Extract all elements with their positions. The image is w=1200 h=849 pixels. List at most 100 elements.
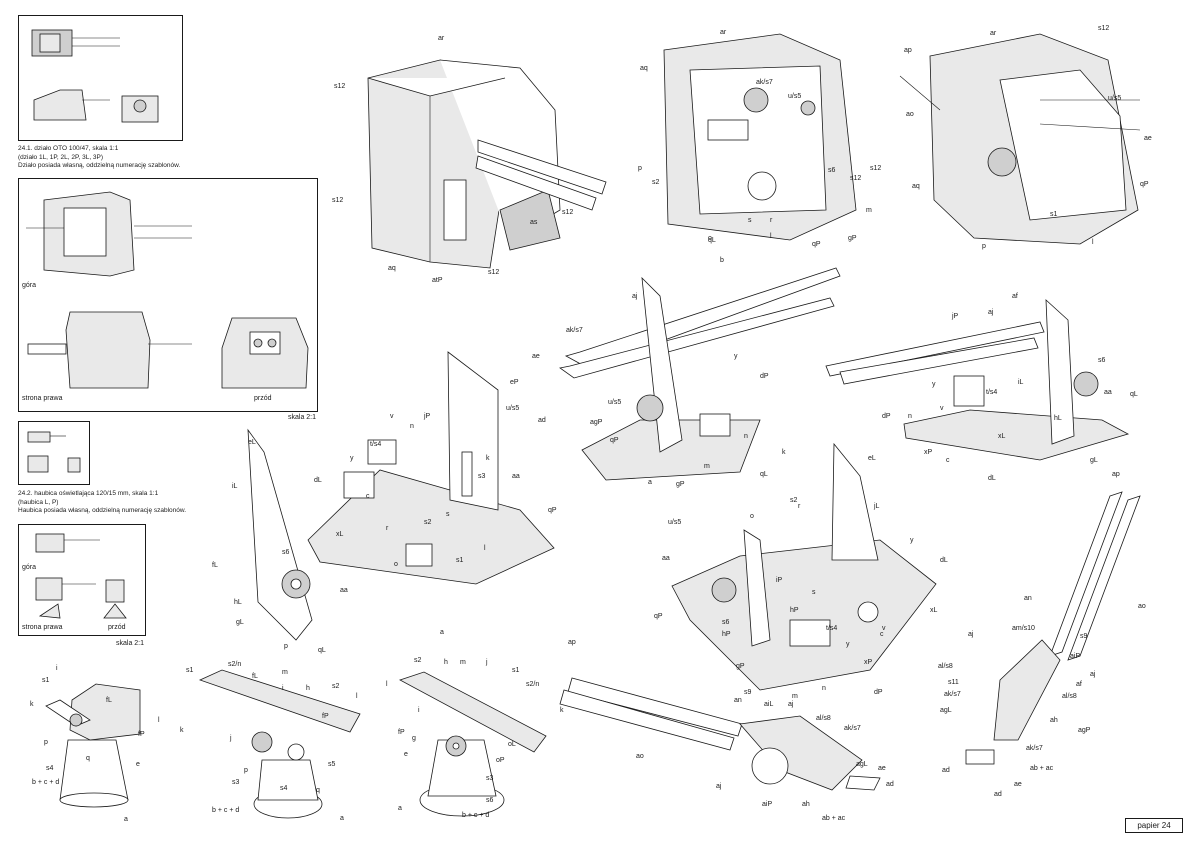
callout-turret_rear-2: ap <box>904 47 912 54</box>
callout-mount_left-26: aa <box>340 587 348 594</box>
callout-mount_left-1: u/s5 <box>506 405 519 412</box>
callout-mount_lower-14: qP <box>654 613 663 620</box>
callout-mount_lower-5: jL <box>873 503 880 510</box>
callout-howitzer_1-5: fP <box>138 731 145 738</box>
callout-mount_lower-17: v <box>882 625 886 632</box>
callout-mount_left-27: gL <box>236 619 244 626</box>
callout-howitzer_2-1: s1 <box>186 667 194 674</box>
callout-turret_rear-0: ar <box>990 30 997 37</box>
callout-howitzer_3-1: h <box>444 659 448 666</box>
callout-turret_open-1: aq <box>640 65 648 72</box>
callout-mount_left-24: s6 <box>282 549 290 556</box>
howitzer-2 <box>198 669 361 819</box>
callout-mount_lower-16: t/s4 <box>826 625 837 632</box>
callout-turret_open-13: b <box>720 257 724 264</box>
callout-barrels_horizontal-8: ae <box>878 765 886 772</box>
callout-barrels_horizontal-12: ah <box>802 801 810 808</box>
callout-mount_right-4: iL <box>1018 379 1024 386</box>
callout-howitzer_2-6: k <box>180 727 184 734</box>
callout-mount_lower-8: y <box>910 537 914 544</box>
callout-barrels_vertical-19: ae <box>1014 781 1022 788</box>
callout-mount_left-10: aa <box>512 473 520 480</box>
oto-front-view <box>221 317 309 389</box>
callout-barrels_horizontal-13: ad <box>886 781 894 788</box>
callout-howitzer_3-16: a <box>398 805 402 812</box>
callout-howitzer_1-9: s4 <box>46 765 54 772</box>
callout-mount_center-2: ae <box>532 353 540 360</box>
callout-barrels_vertical-16: ak/s7 <box>1026 745 1043 752</box>
callout-howitzer_1-6: p <box>44 739 48 746</box>
callout-mount_lower-25: y <box>846 641 850 648</box>
oto-scale-label: skala 2:1 <box>288 414 317 421</box>
callout-mount_right-16: gL <box>1090 457 1098 464</box>
callout-barrels_horizontal-9: ao <box>636 753 644 760</box>
turret-front-closed <box>367 59 607 269</box>
callout-mount_lower-12: s <box>812 589 816 596</box>
callout-barrels_vertical-9: af <box>1076 681 1082 688</box>
callout-turret_open-4: p <box>638 165 642 172</box>
callout-mount_lower-22: m <box>792 693 798 700</box>
callout-howitzer_2-13: s3 <box>232 779 240 786</box>
callout-barrels_vertical-7: al/s8 <box>938 663 953 670</box>
callout-mount_right-5: aa <box>1104 389 1112 396</box>
callout-mount_center-7: agP <box>590 419 603 426</box>
callout-turret_rear-4: u/s5 <box>1108 95 1121 102</box>
callout-mount_left-16: qP <box>548 507 557 514</box>
callout-mount_lower-7: u/s5 <box>668 519 681 526</box>
howitzer-view-top-label: góra <box>22 564 37 571</box>
oto-view-top-label: góra <box>22 282 37 289</box>
callout-howitzer_3-17: b + c + d <box>462 812 489 819</box>
callout-mount_center-5: u/s5 <box>608 399 621 406</box>
callout-turret_open-14: l <box>770 233 772 240</box>
callout-howitzer_2-16: b + c + d <box>212 807 239 814</box>
callout-turret_open-5: s2 <box>652 179 660 186</box>
callout-howitzer_1-11: a <box>124 816 128 823</box>
callout-howitzer_1-10: b + c + d <box>32 779 59 786</box>
callout-howitzer_2-14: s4 <box>280 785 288 792</box>
callout-howitzer_1-7: q <box>86 755 90 762</box>
callout-howitzer_3-3: j <box>485 659 488 666</box>
callout-mount_right-0: jP <box>951 313 959 320</box>
section1-caption-line1: 24.1. działo OTO 100/47, skala 1:1 <box>18 145 119 152</box>
callout-howitzer_1-8: e <box>136 761 140 768</box>
callout-barrels_vertical-10: s11 <box>948 679 959 686</box>
callout-turret_rear-5: ae <box>1144 135 1152 142</box>
callout-turret_open-9: s <box>748 217 752 224</box>
callout-mount_center-11: a <box>648 479 652 486</box>
callout-mount_left-11: c <box>366 493 370 500</box>
callout-turret_open-3: u/s5 <box>788 93 801 100</box>
callout-turret_front-1: s12 <box>334 83 345 90</box>
callout-barrels_horizontal-4: aj <box>788 701 794 708</box>
callout-mount_center-10: m <box>704 463 710 470</box>
oto-top-view <box>26 191 192 277</box>
callout-howitzer_3-14: s3 <box>486 775 494 782</box>
callout-howitzer_2-0: s2/n <box>228 661 241 668</box>
callout-mount_left-7: k <box>486 455 490 462</box>
callout-mount_right-10: t/s4 <box>986 389 997 396</box>
callout-mount_left-3: jP <box>423 413 431 420</box>
callout-mount_right-14: xL <box>998 433 1006 440</box>
callout-mount_left-2: v <box>390 413 394 420</box>
section2-caption-line3: Haubica posiada własną, oddzielną numera… <box>18 507 187 514</box>
callout-turret_front-6: atP <box>432 277 443 284</box>
callout-turret_rear-9: s1 <box>1050 211 1058 218</box>
callout-howitzer_3-13: oP <box>496 757 505 764</box>
callout-howitzer_2-15: q <box>316 787 320 794</box>
thumb-oto-side-view <box>33 89 110 121</box>
thumb-howitzer <box>27 431 81 473</box>
callout-turret_rear-11: l <box>1092 239 1094 246</box>
barrels-horizontal <box>559 677 881 791</box>
callout-howitzer_2-8: j <box>229 735 232 742</box>
callout-mount_center-3: y <box>734 353 738 360</box>
callout-turret_open-6: s6 <box>828 167 836 174</box>
callout-howitzer_1-0: i <box>56 665 58 672</box>
howitzer-scale-label: skala 2:1 <box>116 640 145 647</box>
callout-mount_left-0: eP <box>510 379 519 386</box>
thumb-oto-top-view <box>31 29 120 57</box>
callout-turret_open-8: m <box>866 207 872 214</box>
callout-howitzer_3-11: oL <box>508 741 516 748</box>
callout-mount_lower-11: iP <box>776 577 783 584</box>
callout-mount_right-1: aj <box>988 309 994 316</box>
callout-mount_right-9: n <box>908 413 912 420</box>
